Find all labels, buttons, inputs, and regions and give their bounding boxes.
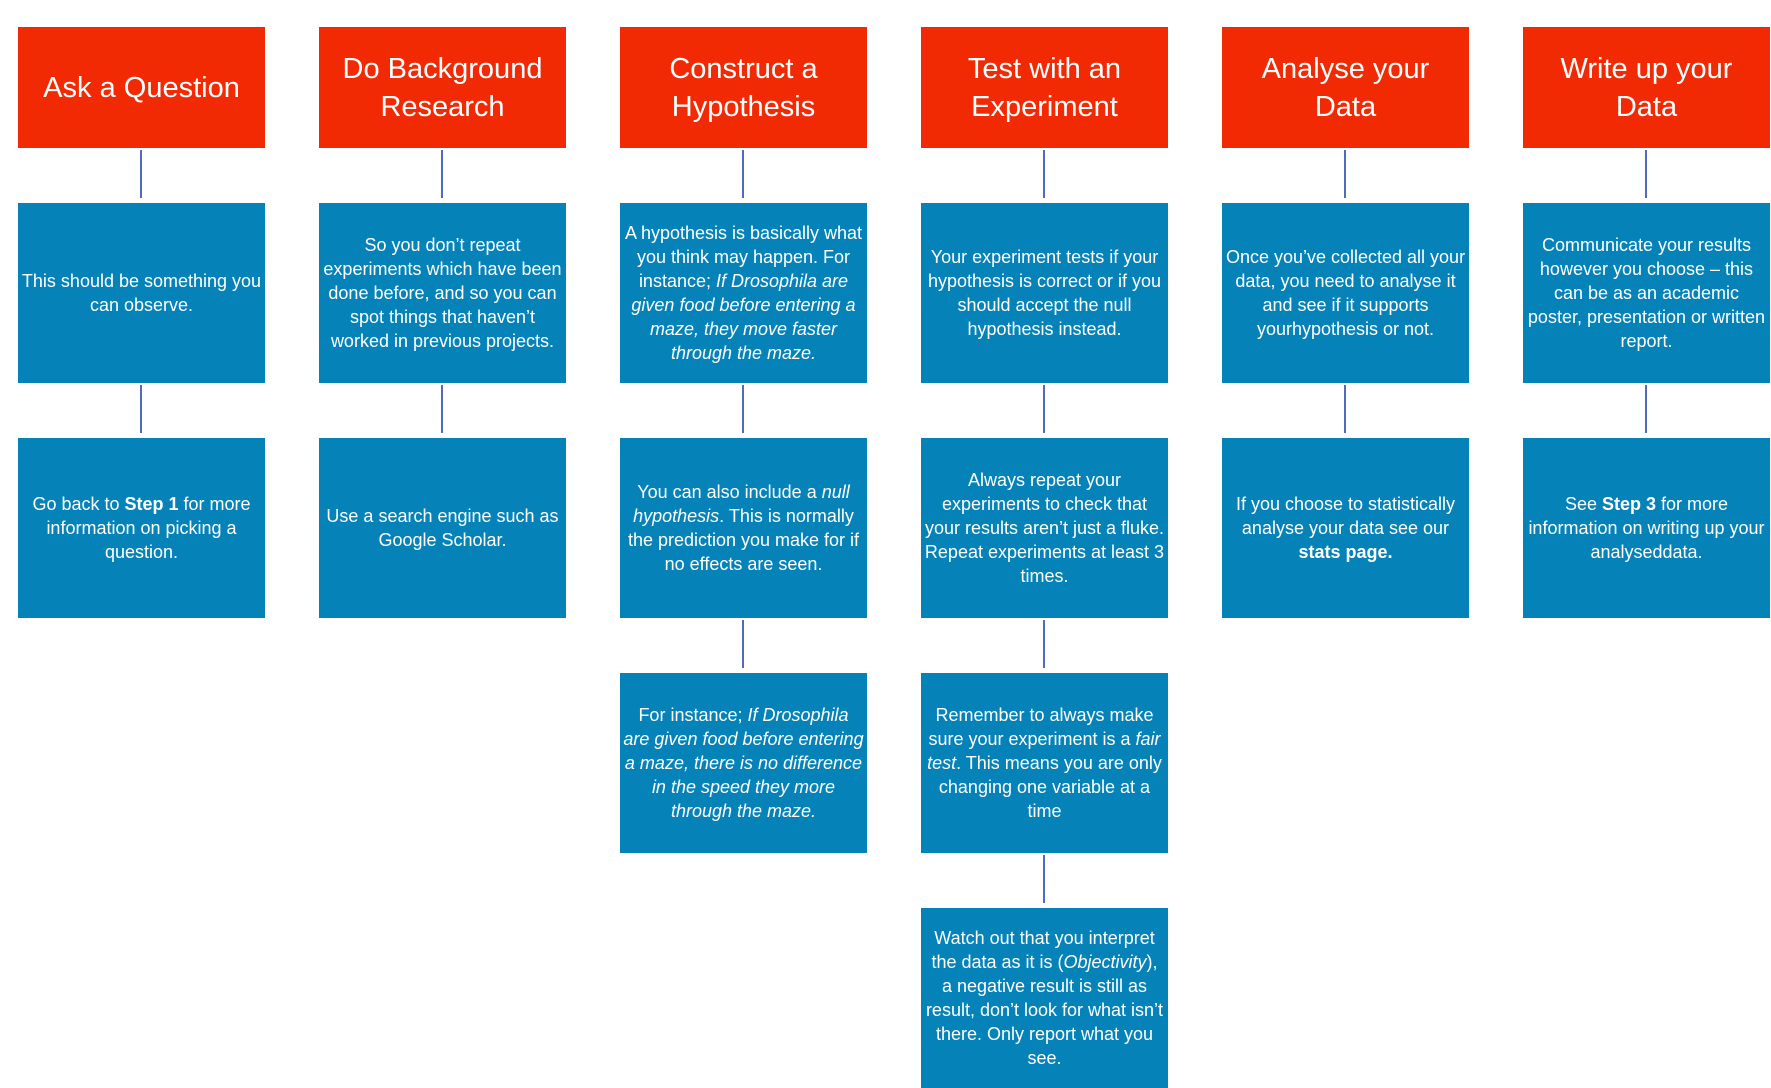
step-header-test-experiment: Test with an Experiment — [921, 27, 1168, 148]
info-box: Communicate your results however you cho… — [1523, 203, 1770, 383]
step-title: Ask a Question — [43, 71, 240, 104]
column-construct-hypothesis: Construct a Hypothesis A hypothesis is b… — [620, 0, 867, 1088]
connector-line — [441, 150, 443, 198]
connector-line — [742, 620, 744, 668]
step-title: Analyse your Data — [1261, 52, 1430, 123]
column-test-experiment: Test with an Experiment Your experiment … — [921, 0, 1168, 1088]
connector-line — [1043, 620, 1045, 668]
column-write-up-data: Write up your Data Communicate your resu… — [1523, 0, 1770, 1088]
step-header-write-up-data: Write up your Data — [1523, 27, 1770, 148]
connector-line — [1344, 385, 1346, 433]
connector-line — [1645, 150, 1647, 198]
info-box: A hypothesis is basically what you think… — [620, 203, 867, 383]
column-ask-a-question: Ask a Question This should be something … — [18, 0, 265, 1088]
info-box: For instance; If Drosophila are given fo… — [620, 673, 867, 853]
step-title: Construct a Hypothesis — [669, 52, 818, 123]
info-box: This should be something you can observe… — [18, 203, 265, 383]
step-title: Test with an Experiment — [967, 52, 1122, 123]
info-box: Remember to always make sure your experi… — [921, 673, 1168, 853]
column-background-research: Do Background Research So you don’t repe… — [319, 0, 566, 1088]
info-box: Once you’ve collected all your data, you… — [1222, 203, 1469, 383]
step-title: Write up your Data — [1560, 52, 1733, 123]
step-header-ask-a-question: Ask a Question — [18, 27, 265, 148]
info-box: Go back to Step 1 for more information o… — [18, 438, 265, 618]
info-box: So you don’t repeat experiments which ha… — [319, 203, 566, 383]
step-header-background-research: Do Background Research — [319, 27, 566, 148]
info-box: See Step 3 for more information on writi… — [1523, 438, 1770, 618]
connector-line — [140, 150, 142, 198]
connector-line — [1344, 150, 1346, 198]
info-box: Always repeat your experiments to check … — [921, 438, 1168, 618]
column-analyse-data: Analyse your Data Once you’ve collected … — [1222, 0, 1469, 1088]
info-box: Your experiment tests if your hypothesis… — [921, 203, 1168, 383]
connector-line — [1043, 385, 1045, 433]
info-box: Use a search engine such as Google Schol… — [319, 438, 566, 618]
connector-line — [742, 385, 744, 433]
info-box: You can also include a null hypothesis. … — [620, 438, 867, 618]
connector-line — [1645, 385, 1647, 433]
step-header-construct-hypothesis: Construct a Hypothesis — [620, 27, 867, 148]
connector-line — [1043, 855, 1045, 903]
info-box: If you choose to statistically analyse y… — [1222, 438, 1469, 618]
connector-line — [742, 150, 744, 198]
step-header-analyse-data: Analyse your Data — [1222, 27, 1469, 148]
info-box: Watch out that you interpret the data as… — [921, 908, 1168, 1088]
connector-line — [441, 385, 443, 433]
connector-line — [1043, 150, 1045, 198]
connector-line — [140, 385, 142, 433]
step-title: Do Background Research — [342, 52, 543, 123]
